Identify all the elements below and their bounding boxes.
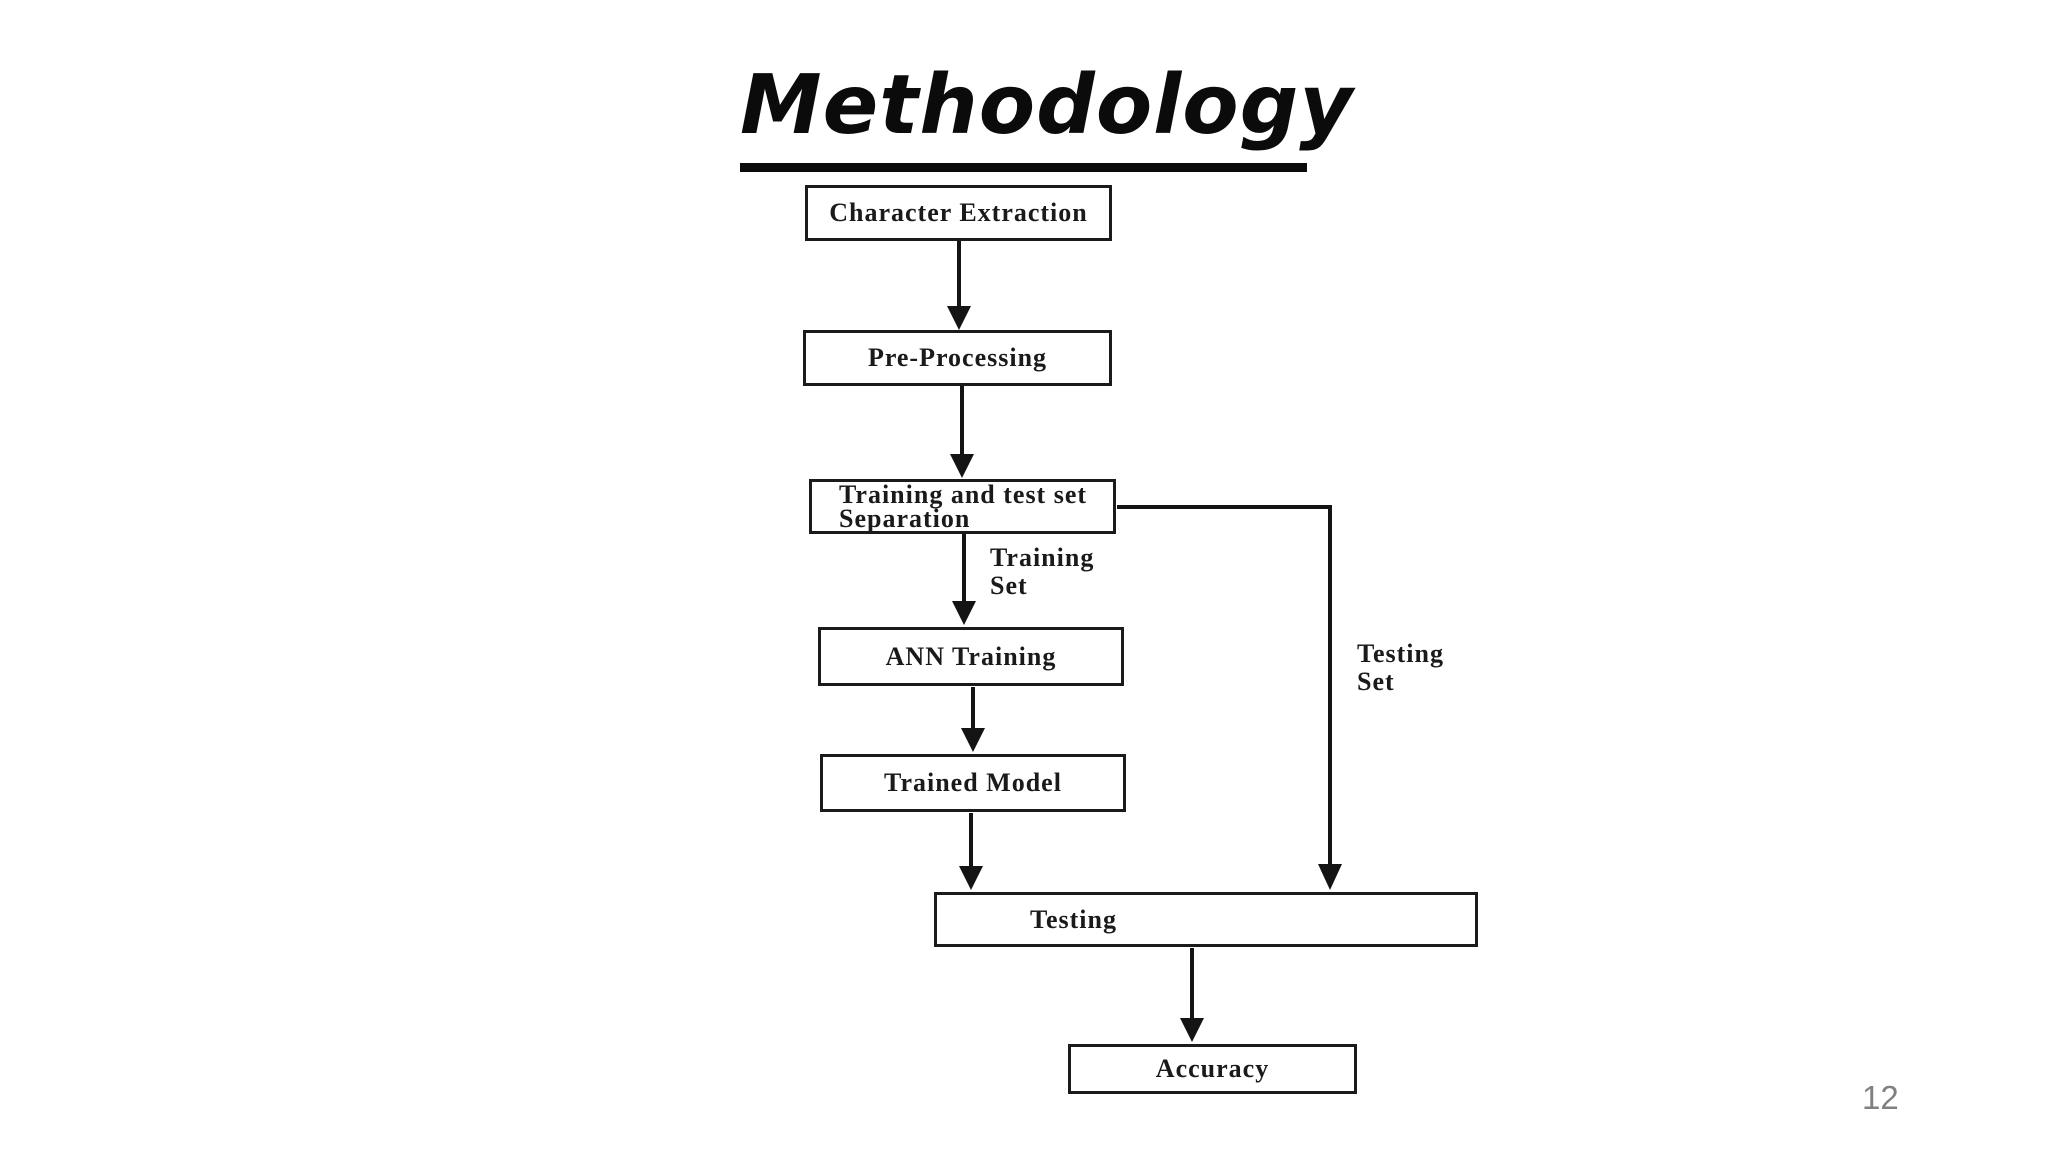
node-train-test-separation-label-line2: Separation: [839, 503, 971, 533]
slide-title: Methodology: [740, 58, 1354, 153]
node-ann-training: ANN Training: [818, 627, 1124, 686]
arrowhead-ann-to-trainedmodel: [961, 728, 985, 752]
edge-label-training-set: Training Set: [990, 544, 1094, 600]
node-pre-processing-label: Pre-Processing: [867, 343, 1048, 372]
node-ann-training-label: ANN Training: [885, 641, 1057, 671]
edge-label-testing-set-line1: Testing: [1357, 639, 1444, 668]
node-accuracy: Accuracy: [1068, 1044, 1357, 1094]
node-train-test-separation: Training and test set Separation: [809, 479, 1116, 534]
node-accuracy-label: Accuracy: [1155, 1054, 1270, 1083]
node-testing: Testing: [934, 892, 1478, 947]
arrowhead-testing-to-accuracy: [1180, 1018, 1204, 1042]
edge-label-testing-set: Testing Set: [1357, 640, 1444, 696]
edge-label-training-set-line1: Training: [990, 543, 1095, 572]
node-testing-label: Testing: [1030, 904, 1117, 934]
arrowhead-separation-to-ann: [952, 601, 976, 625]
edge-label-testing-set-line2: Set: [1357, 667, 1395, 696]
arrowhead-preprocessing-to-separation: [950, 454, 974, 478]
edge-label-training-set-line2: Set: [990, 571, 1028, 600]
node-train-test-separation-label-line1: Training and test set: [839, 479, 1088, 509]
title-underline: [740, 163, 1307, 172]
arrow-separation-to-testing-elbow: [1117, 505, 1332, 866]
page-number: 12: [1862, 1079, 1899, 1116]
arrowhead-extraction-to-preprocessing: [947, 306, 971, 330]
node-pre-processing: Pre-Processing: [803, 330, 1112, 386]
arrowhead-separation-to-testing: [1318, 864, 1342, 890]
arrowhead-trainedmodel-to-testing: [959, 866, 983, 890]
node-character-extraction: Character Extraction: [805, 185, 1112, 241]
node-trained-model-label: Trained Model: [884, 768, 1062, 797]
node-trained-model: Trained Model: [820, 754, 1126, 812]
node-character-extraction-label: Character Extraction: [829, 198, 1088, 227]
